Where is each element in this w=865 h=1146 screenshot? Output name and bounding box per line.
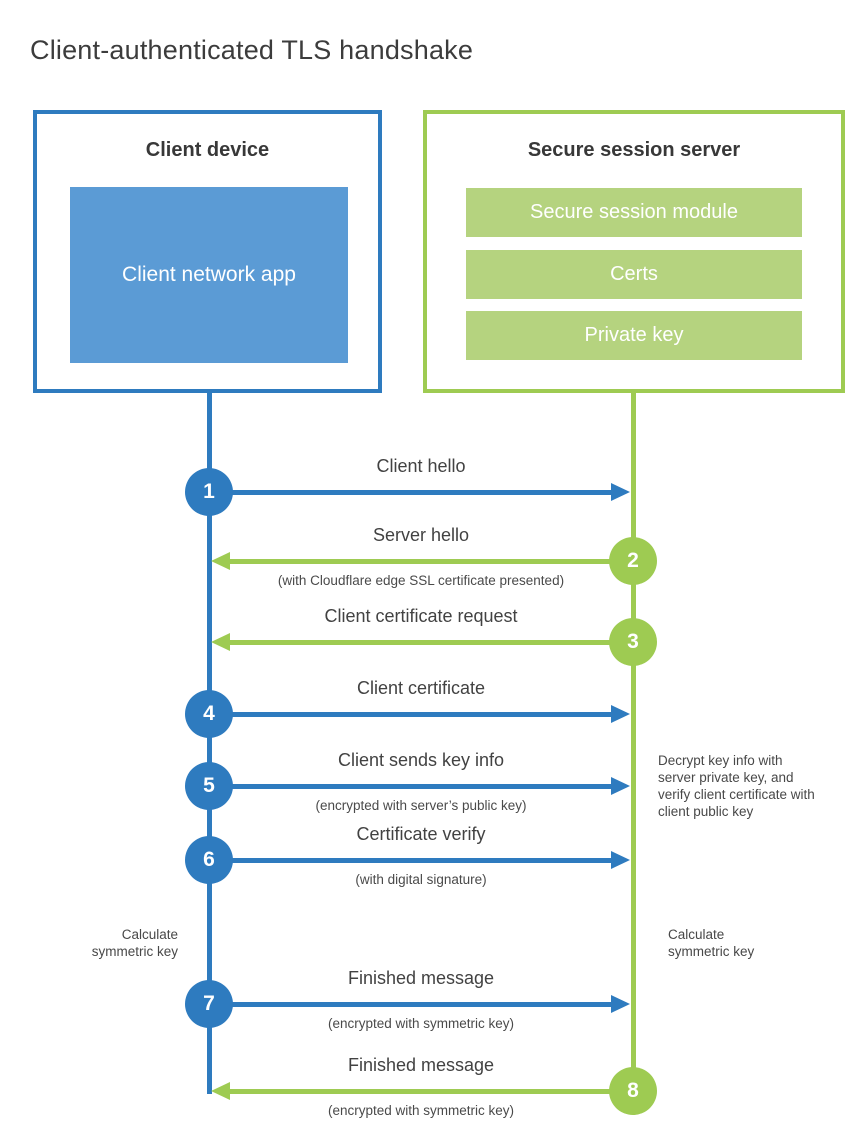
- server-lifeline: [631, 393, 636, 1094]
- client-calculate-symmetric-key-note: Calculate symmetric key: [91, 927, 178, 959]
- step-4-arrowhead-icon: [611, 705, 630, 723]
- step-1-number-badge: 1: [185, 468, 233, 516]
- step-2-server-hello: Server hello (with Cloudflare edge SSL c…: [209, 524, 657, 604]
- step-1-client-hello: Client hello 1: [185, 455, 633, 535]
- step-2-sublabel: (with Cloudflare edge SSL certificate pr…: [277, 573, 565, 588]
- step-4-label: Client certificate: [356, 678, 486, 698]
- step-6-label: Certificate verify: [356, 824, 486, 844]
- step-3-client-certificate-request: Client certificate request 3: [209, 605, 657, 685]
- step-6-arrowhead-icon: [611, 851, 630, 869]
- server-calculate-symmetric-key-note: Calculate symmetric key: [668, 927, 755, 959]
- step-7-number-badge: 7: [185, 980, 233, 1028]
- page-title: Client-authenticated TLS handshake: [30, 35, 474, 66]
- client-network-app-label: Client network app: [122, 263, 296, 287]
- step-3-number-badge: 3: [609, 618, 657, 666]
- step-8-sublabel: (encrypted with symmetric key): [327, 1103, 515, 1118]
- step-7-sublabel: (encrypted with symmetric key): [327, 1016, 515, 1031]
- step-8-number-badge: 8: [609, 1067, 657, 1115]
- step-8-arrowhead-icon: [211, 1082, 230, 1100]
- step-8-arrow-line: [230, 1089, 633, 1094]
- step-5-arrowhead-icon: [611, 777, 630, 795]
- secure-session-server-box: Secure session server Secure session mod…: [423, 110, 845, 393]
- client-lifeline: [207, 393, 212, 1094]
- client-network-app-box: Client network app: [70, 187, 348, 363]
- step-5-number-badge: 5: [185, 762, 233, 810]
- step-8-label: Finished message: [347, 1055, 495, 1075]
- step-3-arrowhead-icon: [211, 633, 230, 651]
- step-4-client-certificate: Client certificate 4: [185, 677, 633, 757]
- step-1-arrow-line: [209, 490, 612, 495]
- step-5-sublabel: (encrypted with server’s public key): [315, 798, 527, 813]
- step-7-arrow-line: [209, 1002, 612, 1007]
- step-2-label: Server hello: [372, 525, 470, 545]
- step-5-label: Client sends key info: [337, 750, 505, 770]
- step-7-arrowhead-icon: [611, 995, 630, 1013]
- step-4-arrow-line: [209, 712, 612, 717]
- step-6-arrow-line: [209, 858, 612, 863]
- step-6-certificate-verify: Certificate verify (with digital signatu…: [185, 823, 633, 903]
- client-device-box: Client device Client network app: [33, 110, 382, 393]
- step-5-arrow-line: [209, 784, 612, 789]
- server-module-secure-session: Secure session module: [466, 188, 802, 237]
- server-decrypt-verify-note: Decrypt key info with server private key…: [658, 753, 815, 819]
- step-1-arrowhead-icon: [611, 483, 630, 501]
- step-4-number-badge: 4: [185, 690, 233, 738]
- step-5-client-sends-key-info: Client sends key info (encrypted with se…: [185, 749, 633, 829]
- secure-session-server-title: Secure session server: [527, 139, 741, 161]
- step-3-label: Client certificate request: [324, 606, 518, 626]
- server-module-certs: Certs: [466, 250, 802, 299]
- server-module-private-key: Private key: [466, 311, 802, 360]
- step-8-finished-message: Finished message (encrypted with symmetr…: [209, 1054, 657, 1134]
- step-6-sublabel: (with digital signature): [355, 872, 487, 887]
- step-2-arrow-line: [230, 559, 633, 564]
- step-1-label: Client hello: [376, 456, 466, 476]
- step-3-arrow-line: [230, 640, 633, 645]
- step-2-number-badge: 2: [609, 537, 657, 585]
- step-7-label: Finished message: [347, 968, 495, 988]
- step-6-number-badge: 6: [185, 836, 233, 884]
- step-2-arrowhead-icon: [211, 552, 230, 570]
- step-7-finished-message: Finished message (encrypted with symmetr…: [185, 967, 633, 1047]
- client-device-title: Client device: [145, 139, 270, 161]
